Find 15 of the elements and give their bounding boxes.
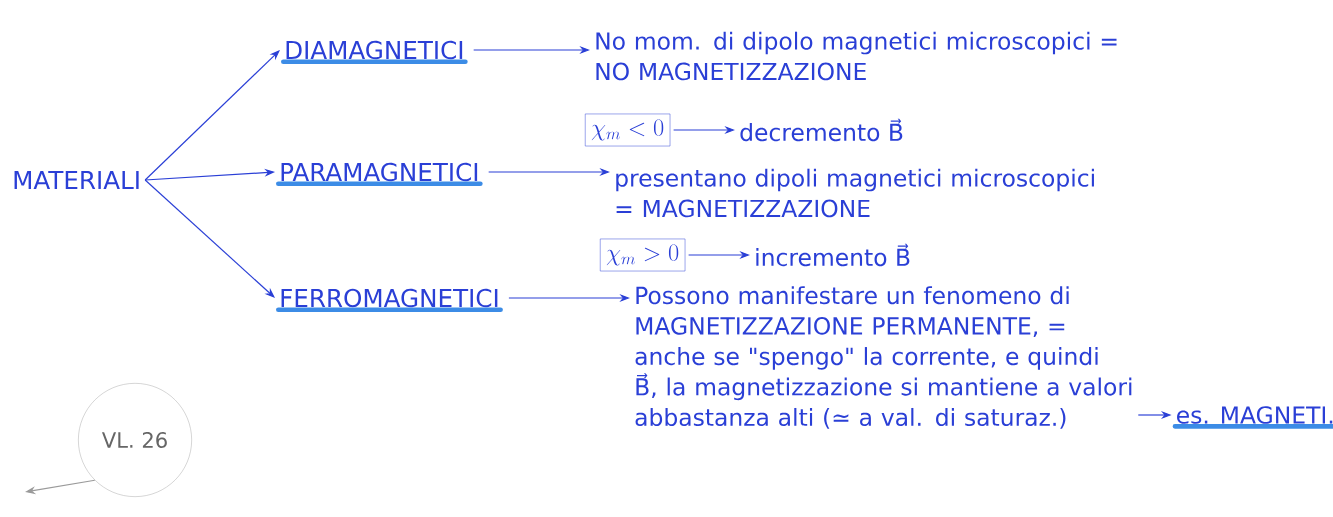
note-text: Possono manifestare un fenomeno di MAGNETIZZAZIONE PERMANENTE, = anche se "spengo" la corrente, e quindi B⃗, la magnetizzazione si mantiene a valori abbastanza alti (≃ a val. di saturaz.) (635, 286, 1132, 429)
note-text: No mom. di dipolo magnetici microscopici = NO MAGNETIZZAZIONE (596, 31, 1117, 81)
arrow (144, 179, 275, 298)
underlined-heading: PARAMAGNETICI (276, 162, 483, 187)
underlined-note: es. MAGNETI. (1172, 406, 1333, 429)
note-text: decremento B⃗ (740, 118, 903, 142)
formula-box: $\chi_m > 0$ (600, 238, 686, 272)
underlined-heading: FERROMAGNETICI (276, 288, 503, 313)
note-text: presentano dipoli magnetici microscopici = MAGNETIZZAZIONE (616, 168, 1094, 218)
formula-box: $\chi_m < 0$ (585, 113, 671, 147)
note-text: incremento B⃗ (756, 243, 910, 267)
heading: MATERIALI (14, 171, 139, 189)
arrow (144, 50, 280, 181)
underlined-heading: DIAMAGNETICI (281, 40, 468, 65)
circled-label: VL. 26 (78, 383, 192, 497)
